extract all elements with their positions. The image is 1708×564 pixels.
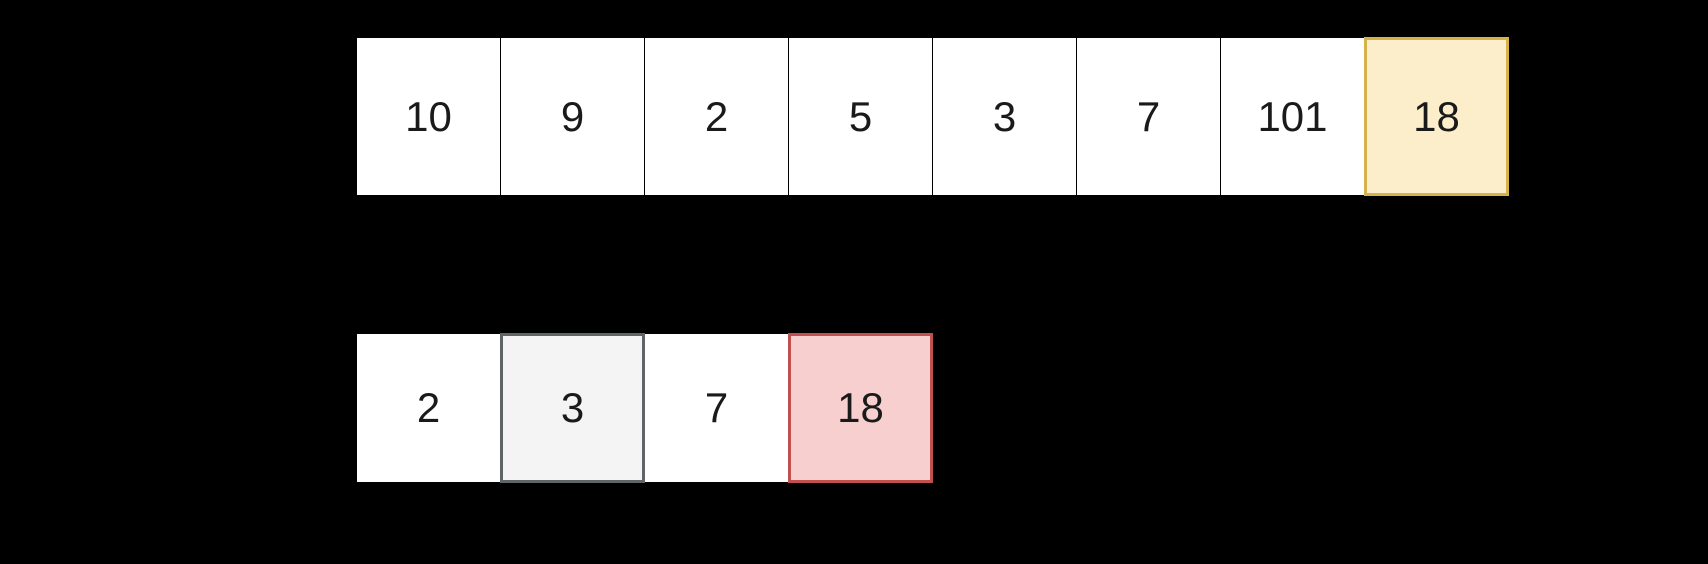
array-cell-value: 101 — [1257, 92, 1328, 140]
array-cell[interactable]: 3 — [500, 333, 645, 483]
array-cell[interactable]: 5 — [788, 37, 933, 196]
array-cell[interactable]: 9 — [500, 37, 645, 196]
array-cell[interactable]: 18 — [1364, 37, 1509, 196]
top-array-row: 10 9 2 5 3 7 101 18 — [356, 37, 1509, 196]
bottom-array-row: 2 3 7 18 — [356, 333, 933, 483]
array-cell[interactable]: 2 — [644, 37, 789, 196]
array-cell[interactable]: 3 — [932, 37, 1077, 196]
array-cell-value: 3 — [560, 384, 585, 431]
array-cell-value: 10 — [405, 92, 452, 140]
array-cell-value: 2 — [416, 384, 441, 431]
array-cell-value: 7 — [1136, 92, 1161, 140]
array-cell-value: 18 — [837, 384, 884, 431]
array-cell[interactable]: 2 — [356, 333, 501, 483]
array-cell-value: 3 — [992, 92, 1017, 140]
array-cell[interactable]: 18 — [788, 333, 933, 483]
array-cell[interactable]: 101 — [1220, 37, 1365, 196]
array-cell[interactable]: 10 — [356, 37, 501, 196]
array-cell[interactable]: 7 — [644, 333, 789, 483]
array-cell-value: 5 — [848, 92, 873, 140]
array-cell-value: 9 — [560, 92, 585, 140]
array-cell[interactable]: 7 — [1076, 37, 1221, 196]
array-cell-value: 7 — [704, 384, 729, 431]
array-cell-value: 2 — [704, 92, 729, 140]
array-cell-value: 18 — [1413, 92, 1460, 140]
